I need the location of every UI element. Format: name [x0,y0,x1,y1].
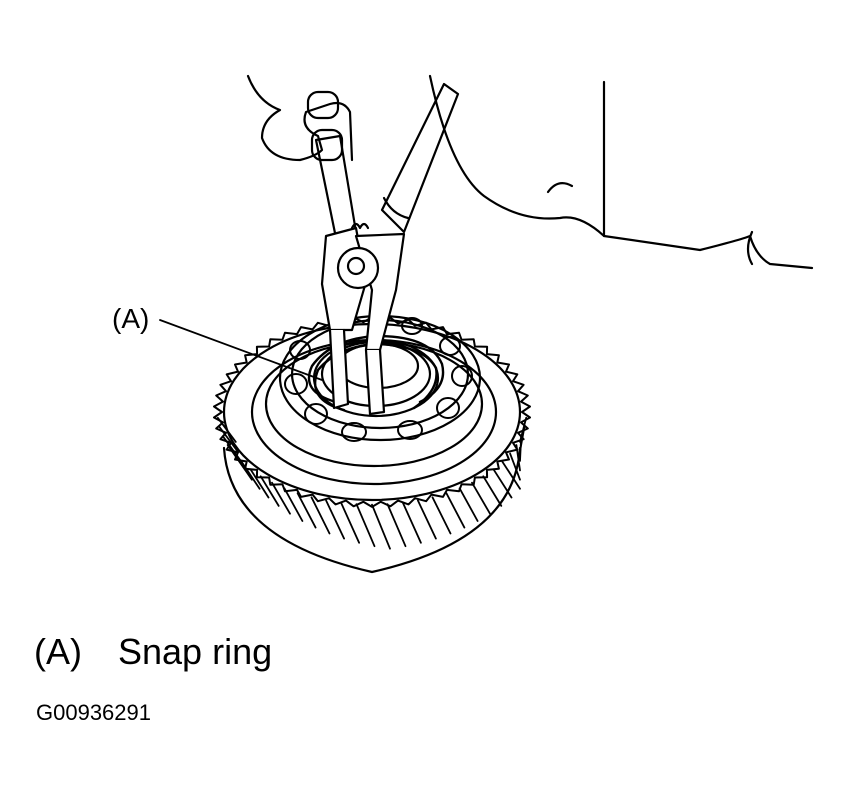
assembly-illustration: (A) [112,74,814,574]
gear-helix-line [501,460,521,490]
gear-helix-line [221,435,242,462]
plier-handle-right [380,82,460,234]
hands [246,74,814,270]
hand-left [246,74,354,162]
bearing-balls [284,317,473,442]
gear-helix-line [271,481,291,515]
callout-label: (A) [112,303,149,334]
gear-helix-line [482,475,503,507]
gear-helix-line [519,435,523,462]
gear-helix-line [492,468,513,499]
plier-tip-left [328,328,350,410]
finger-nail-2 [310,128,344,162]
gear-helix-line [371,503,391,550]
gear-helix-line [259,475,280,507]
gear-helix-line [216,416,237,443]
callout-leader-line [159,319,323,381]
gear-helix-line [515,444,521,472]
gear-helix-line [340,501,361,544]
legend-key: (A) [34,631,82,672]
gear-teeth [213,316,531,508]
gear-helix-line [471,481,491,515]
gear-helix-line [458,487,479,522]
legend-text: Snap ring [118,631,273,672]
gear-bottom-rim [222,446,522,574]
gear-helix-line [325,499,346,540]
gear-helix-line [226,444,247,472]
gear-helix-line [240,460,261,490]
helical-gear [213,316,531,574]
gear-helix-line [445,492,466,529]
legend: (A) Snap ring [34,630,272,674]
hand-right [428,74,814,270]
gear-helix-line [283,487,304,522]
gear-helix-line [416,499,437,540]
snap-ring-pliers [314,82,460,416]
finger-nail-1 [306,90,340,120]
gear-helix-line [296,492,317,529]
gear-helix-line [310,496,331,535]
gear-helix-line [431,496,452,535]
plier-tip-right [364,348,386,416]
figure-id: G00936291 [36,700,151,725]
gear-helix-line [401,501,422,544]
legend-item: (A) Snap ring [34,630,272,674]
gear-helix-lines [216,416,528,550]
gear-helix-line [355,503,376,548]
gear-helix-line [218,426,239,453]
gear-helix-line [509,452,521,481]
gear-helix-line [386,503,407,548]
gear-helix-line [249,468,270,499]
